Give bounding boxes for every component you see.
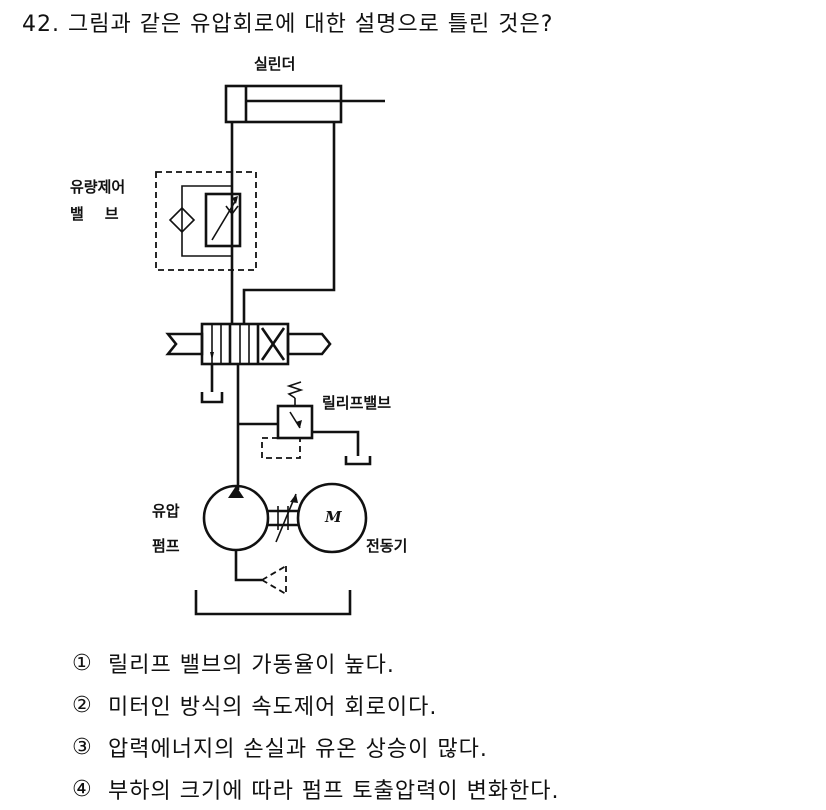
- flow-control-valve-label-line2: 밸 브: [70, 205, 119, 223]
- option-number: ①: [72, 650, 93, 676]
- pump-symbol: [202, 484, 287, 595]
- option-number: ③: [72, 734, 93, 760]
- option-text: 미터인 방식의 속도제어 회로이다.: [108, 695, 438, 720]
- motor-symbol-label: M: [325, 508, 342, 526]
- pump-label: 유압: [152, 502, 180, 520]
- option-text: 압력에너지의 손실과 유온 상승이 많다.: [108, 737, 488, 762]
- flow-control-valve-label: 유량제어: [70, 178, 126, 196]
- hydraulic-circuit-diagram: [155, 84, 385, 616]
- motor-symbol: [296, 482, 368, 554]
- option-1[interactable]: ① 릴리프 밸브의 가동율이 높다.: [72, 642, 560, 684]
- cylinder-right-line: [242, 122, 336, 324]
- option-text: 부하의 크기에 따라 펌프 토출압력이 변화한다.: [108, 779, 560, 804]
- relief-valve-label: 릴리프밸브: [322, 394, 392, 412]
- option-4[interactable]: ④ 부하의 크기에 따라 펌프 토출압력이 변화한다.: [72, 768, 560, 810]
- relief-valve-symbol: [261, 381, 372, 466]
- answer-options: ① 릴리프 밸브의 가동율이 높다. ② 미터인 방식의 속도제어 회로이다. …: [72, 642, 560, 810]
- cylinder-symbol: [224, 84, 385, 124]
- option-3[interactable]: ③ 압력에너지의 손실과 유온 상승이 많다.: [72, 726, 560, 768]
- directional-valve-symbol: [165, 322, 332, 366]
- option-2[interactable]: ② 미터인 방식의 속도제어 회로이다.: [72, 684, 560, 726]
- option-number: ④: [72, 776, 93, 802]
- reservoir-symbol: [194, 590, 352, 616]
- motor-label: 전동기: [366, 537, 408, 555]
- option-number: ②: [72, 692, 93, 718]
- pump-label-line2: 펌프: [152, 537, 180, 555]
- option-text: 릴리프 밸브의 가동율이 높다.: [108, 653, 395, 678]
- cylinder-label: 실린더: [254, 55, 296, 73]
- question-text: 42. 그림과 같은 유압회로에 대한 설명으로 틀린 것은?: [22, 12, 554, 37]
- flow-control-valve-symbol: [155, 171, 257, 271]
